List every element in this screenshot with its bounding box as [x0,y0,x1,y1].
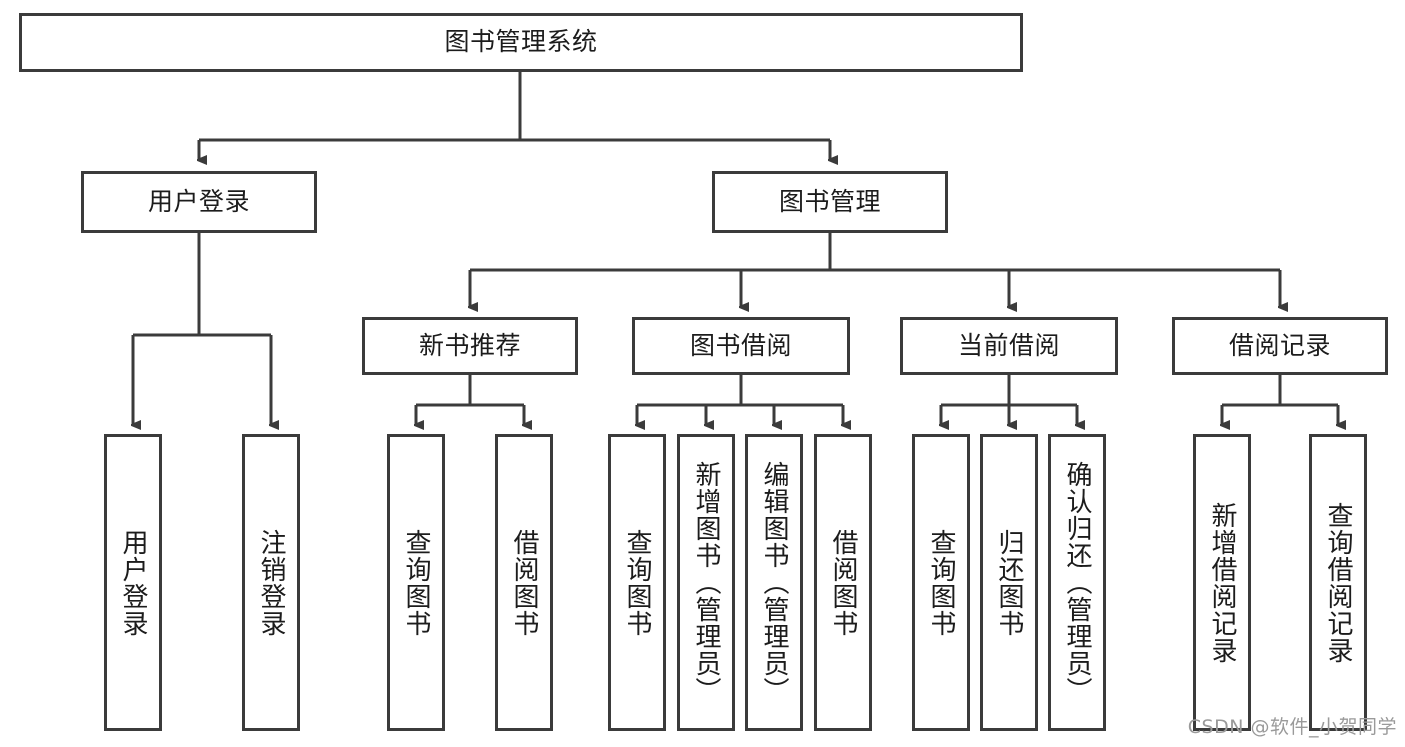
leaf-cb-query-book[interactable]: 查询图书 [912,434,970,731]
node-book-management-label: 图书管理 [778,186,881,216]
leaf-nb-borrow-book-label: 借阅图书 [509,528,540,637]
node-root-book-management-system[interactable]: 图书管理系统 [19,13,1023,72]
node-borrow-record[interactable]: 借阅记录 [1172,317,1388,375]
node-user-login-label: 用户登录 [147,186,250,216]
leaf-bb-query-book[interactable]: 查询图书 [608,434,666,731]
leaf-br-query-record[interactable]: 查询借阅记录 [1309,434,1367,731]
leaf-br-query-record-label: 查询借阅记录 [1323,501,1354,664]
leaf-bb-edit-book[interactable]: 编辑图书（管理员） [745,434,803,731]
node-user-login[interactable]: 用户登录 [81,171,317,233]
leaf-br-add-record-label: 新增借阅记录 [1207,501,1238,664]
leaf-logout[interactable]: 注销登录 [242,434,300,731]
leaf-nb-query-book[interactable]: 查询图书 [387,434,445,731]
node-borrow-record-label: 借阅记录 [1228,330,1331,360]
leaf-bb-borrow-book[interactable]: 借阅图书 [814,434,872,731]
leaf-cb-return-book[interactable]: 归还图书 [980,434,1038,731]
leaf-logout-label: 注销登录 [256,528,287,637]
node-new-book-recommend[interactable]: 新书推荐 [362,317,578,375]
leaf-bb-query-book-label: 查询图书 [622,528,653,637]
node-book-management[interactable]: 图书管理 [712,171,948,233]
leaf-nb-borrow-book[interactable]: 借阅图书 [495,434,553,731]
leaf-user-login[interactable]: 用户登录 [104,434,162,731]
node-book-borrow[interactable]: 图书借阅 [632,317,850,375]
leaf-cb-query-book-label: 查询图书 [926,528,957,637]
leaf-user-login-label: 用户登录 [118,528,149,637]
node-current-borrow[interactable]: 当前借阅 [900,317,1118,375]
leaf-nb-query-book-label: 查询图书 [401,528,432,637]
leaf-cb-confirm-return[interactable]: 确认归还（管理员） [1048,434,1106,731]
csdn-watermark: CSDN @软件_小贺同学 [1187,716,1397,738]
leaf-bb-edit-book-label: 编辑图书（管理员） [759,461,790,704]
leaf-bb-add-book-label: 新增图书（管理员） [691,461,722,704]
node-root-label: 图书管理系统 [444,27,598,57]
leaf-cb-return-book-label: 归还图书 [994,528,1025,637]
leaf-bb-add-book[interactable]: 新增图书（管理员） [677,434,735,731]
leaf-br-add-record[interactable]: 新增借阅记录 [1193,434,1251,731]
node-new-book-recommend-label: 新书推荐 [418,330,521,360]
leaf-cb-confirm-return-label: 确认归还（管理员） [1062,461,1093,704]
leaf-bb-borrow-book-label: 借阅图书 [828,528,859,637]
node-current-borrow-label: 当前借阅 [957,330,1060,360]
node-book-borrow-label: 图书借阅 [689,330,792,360]
